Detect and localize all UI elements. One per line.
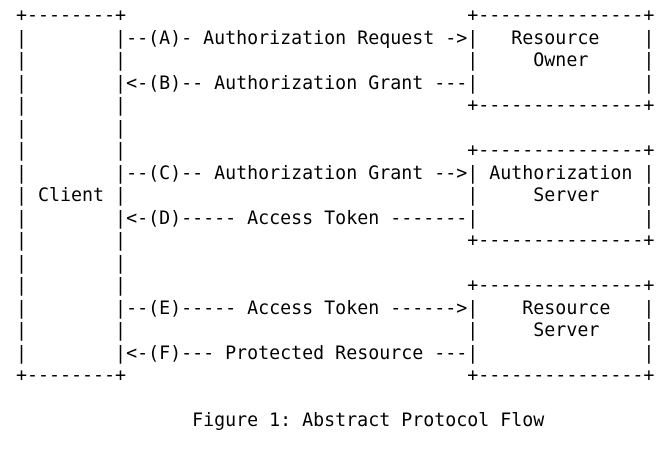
rfc-figure-page: +--------+ +---------------+ | |--(A)- A… [16,5,655,431]
figure-caption: Figure 1: Abstract Protocol Flow [192,410,545,431]
oauth-abstract-protocol-flow-diagram: +--------+ +---------------+ | |--(A)- A… [16,5,655,386]
